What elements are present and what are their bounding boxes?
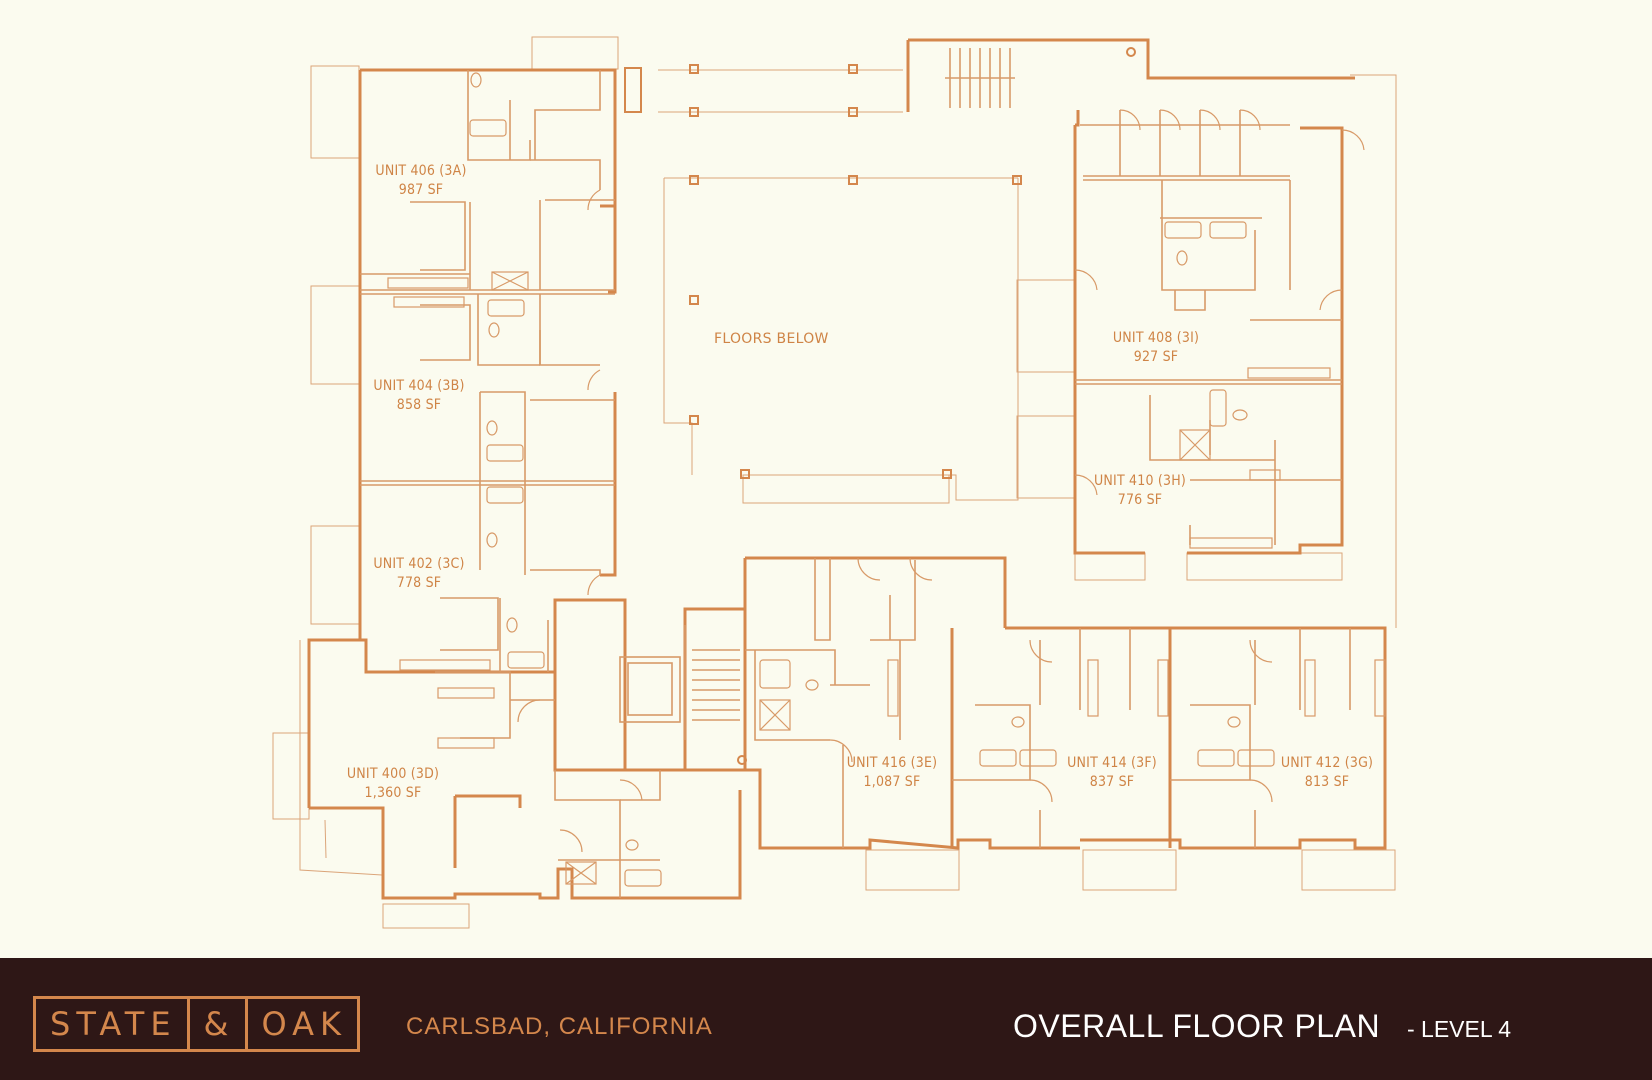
unit-406-label: UNIT 406 (3A) 987 SF: [321, 162, 521, 200]
unit-area: 987 SF: [398, 182, 444, 198]
structural-columns: [624, 47, 1136, 765]
unit-area: 858 SF: [396, 397, 442, 413]
unit-name: UNIT 404 (3B): [373, 378, 465, 394]
unit-410-label: UNIT 410 (3H) 776 SF: [1040, 472, 1240, 510]
interior-walls: [360, 48, 1351, 898]
unit-name: UNIT 412 (3G): [1280, 755, 1374, 771]
location-text: CARLSBAD, CALIFORNIA: [406, 1013, 713, 1040]
unit-name: UNIT 402 (3C): [373, 556, 465, 572]
unit-area: 1,087 SF: [863, 774, 921, 790]
logo-divider: [186, 999, 190, 1049]
unit-name: UNIT 406 (3A): [375, 163, 467, 179]
unit-area: 813 SF: [1304, 774, 1350, 790]
unit-name: UNIT 414 (3F): [1067, 755, 1157, 771]
unit-408-label: UNIT 408 (3I) 927 SF: [1056, 329, 1256, 367]
balcony-outlines: [272, 36, 1397, 929]
unit-area: 776 SF: [1117, 492, 1163, 508]
logo-divider: [244, 999, 248, 1049]
floors-below-label: FLOORS BELOW: [714, 331, 829, 347]
unit-412-label: UNIT 412 (3G) 813 SF: [1227, 754, 1427, 792]
level-label: - LEVEL 4: [1407, 1016, 1511, 1042]
unit-404-label: UNIT 404 (3B) 858 SF: [319, 377, 519, 415]
footer-bar: STATE & OAK CARLSBAD, CALIFORNIA OVERALL…: [0, 958, 1652, 1080]
unit-name: UNIT 400 (3D): [346, 766, 440, 782]
page-title: OVERALL FLOOR PLAN: [1013, 1008, 1381, 1044]
logo-word-oak: OAK: [261, 1005, 347, 1043]
unit-area: 1,360 SF: [364, 785, 422, 801]
logo-ampersand: &: [203, 1005, 235, 1043]
unit-name: UNIT 408 (3I): [1112, 330, 1200, 346]
unit-414-label: UNIT 414 (3F) 837 SF: [1012, 754, 1212, 792]
unit-name: UNIT 410 (3H): [1094, 473, 1186, 489]
floor-plan-drawing: [272, 36, 1397, 929]
unit-area: 778 SF: [396, 575, 442, 591]
unit-400-label: UNIT 400 (3D) 1,360 SF: [293, 765, 493, 803]
logo-word-state: STATE: [50, 1005, 177, 1043]
unit-area: 837 SF: [1089, 774, 1135, 790]
brand-logo: STATE & OAK: [33, 996, 360, 1052]
unit-402-label: UNIT 402 (3C) 778 SF: [319, 555, 519, 593]
unit-name: UNIT 416 (3E): [846, 755, 938, 771]
unit-416-label: UNIT 416 (3E) 1,087 SF: [792, 754, 992, 792]
exterior-walls: [307, 38, 1387, 900]
door-swings: [517, 109, 1365, 853]
unit-area: 927 SF: [1133, 349, 1179, 365]
plumbing-fixtures: [387, 72, 1386, 887]
